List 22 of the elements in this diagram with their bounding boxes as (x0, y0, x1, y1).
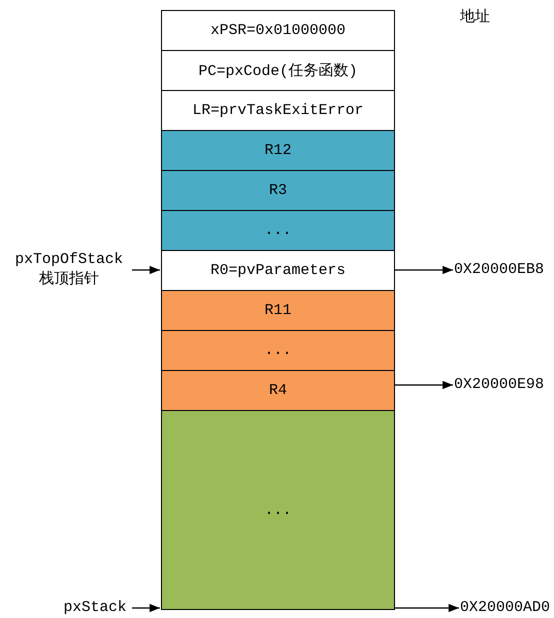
pointer-label: pxTopOfStack 栈顶指针 (8, 250, 130, 292)
address-label: 0X20000AD0 (460, 598, 552, 618)
stack-slot: PC=pxCode(任务函数) (161, 50, 395, 91)
stack-slot: R12 (161, 130, 395, 171)
stack-slot: R0=pvParameters (161, 250, 395, 291)
stack-slot: ... (161, 210, 395, 251)
stack-slot: ... (161, 330, 395, 371)
pointer-label: pxStack (60, 598, 130, 618)
arrow (132, 266, 160, 274)
stack-slot: R3 (161, 170, 395, 211)
stack-slot: R4 (161, 370, 395, 411)
arrow (395, 604, 459, 612)
arrow (395, 380, 453, 390)
stack-slot: ... (161, 410, 395, 610)
address-label: 0X20000EB8 (454, 260, 549, 280)
stack-slot: LR=prvTaskExitError (161, 90, 395, 131)
address-label: 0X20000E98 (454, 375, 549, 395)
arrow (395, 266, 453, 274)
arrow (132, 604, 160, 612)
stack-slot: R11 (161, 290, 395, 331)
stack-slot: xPSR=0x01000000 (161, 10, 395, 51)
column-heading: 地址 (460, 8, 490, 28)
